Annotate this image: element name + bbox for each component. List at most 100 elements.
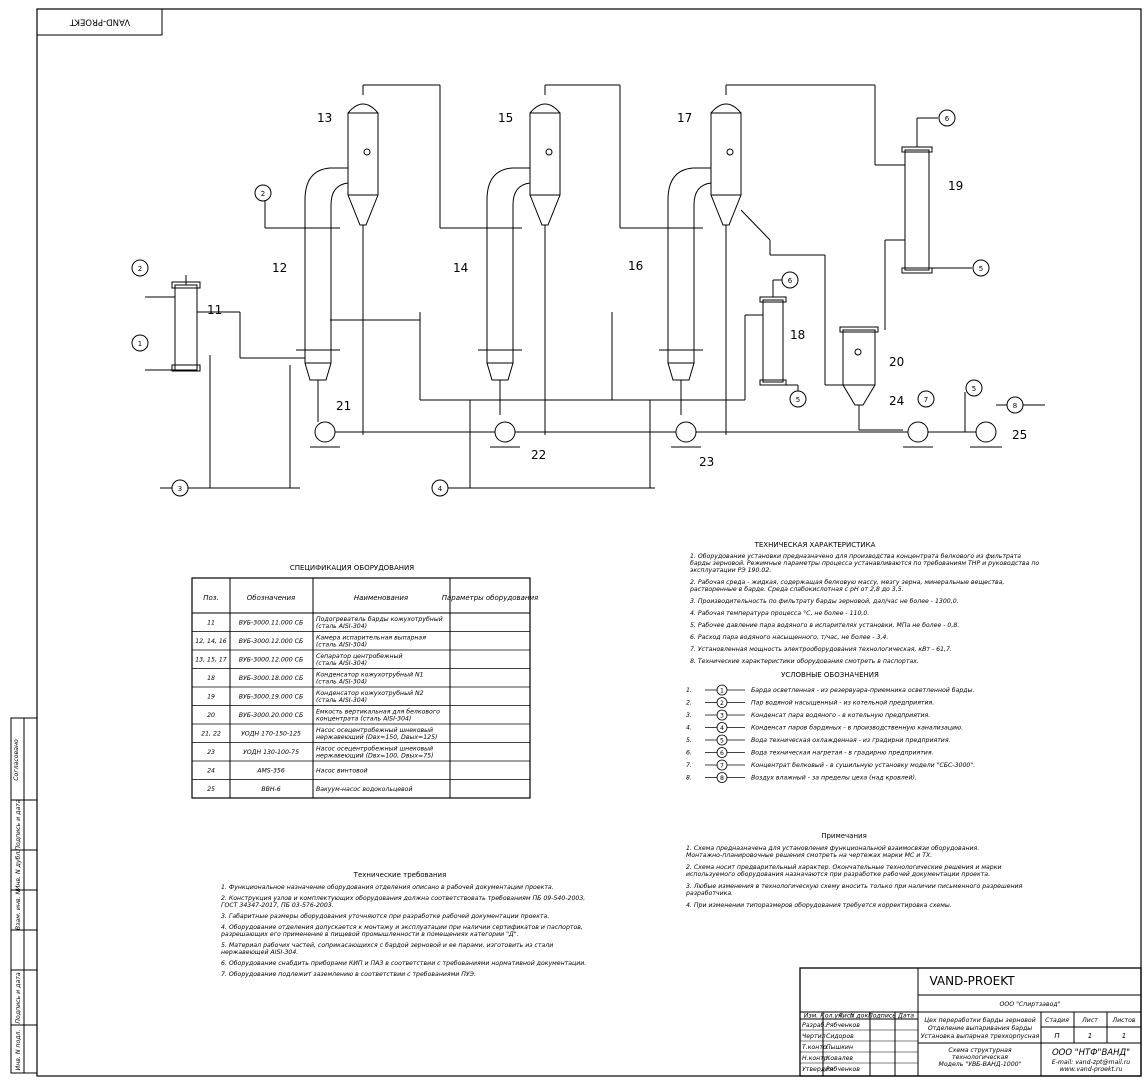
tech-char-line: растворенные в барде. Среда слабокислотн… xyxy=(689,585,904,593)
tb-col-header: Дата xyxy=(897,1013,914,1020)
tech-req-line: 2. Конструкция узлов и комплектующих обо… xyxy=(221,894,585,902)
legend-text: Воздух влажный - за пределы цеха (над кр… xyxy=(751,775,917,782)
tech-char-line: 5. Рабочее давление пара водяного в испа… xyxy=(690,621,959,629)
tb-stage-h2: Листов xyxy=(1111,1017,1135,1024)
tech-char-line: 3. Производительность по фильтрату барды… xyxy=(690,597,959,605)
tank-20 xyxy=(839,326,879,430)
legend-num: 2. xyxy=(686,700,692,707)
legend-code: 1 xyxy=(720,687,724,694)
tech-char-line: 2. Рабочая среда - жидкая, содержащая бе… xyxy=(690,578,1004,586)
tb-col-header: Кол.уч. xyxy=(820,1013,843,1020)
tb-role: Утвердил xyxy=(802,1066,833,1073)
side-label-5: Инв. N подл. xyxy=(15,1030,22,1071)
tb-stage-v2: 1 xyxy=(1122,1032,1126,1040)
legend-code: 6 xyxy=(720,750,724,757)
side-label-3: Инв. N дубл. xyxy=(14,850,22,891)
tb-drawing-2: Модель "УВБ-ВАНД-1000" xyxy=(939,1061,1022,1068)
tb-name: Пышкин xyxy=(826,1044,853,1051)
heater-11 xyxy=(145,275,240,372)
svg-text:8: 8 xyxy=(1013,402,1017,410)
sheet-frame xyxy=(36,8,1142,1077)
legend-circle xyxy=(716,722,728,733)
tb-client: ООО "Спиртзавод" xyxy=(1000,1001,1061,1008)
spec-row-pos: 18 xyxy=(207,675,215,682)
legend-code: 7 xyxy=(720,762,724,769)
legend-circle xyxy=(716,772,728,783)
legend-text: Конденсат пара водяного - в котельную пр… xyxy=(751,712,930,719)
spec-row-name: (сталь AISI-304) xyxy=(316,642,367,649)
legend-num: 1. xyxy=(686,687,692,694)
legend-num: 6. xyxy=(686,750,692,757)
tag-25: 25 xyxy=(1012,428,1027,442)
spec-row-name: Насос осецентробежный шнековый xyxy=(316,745,433,753)
svg-text:5: 5 xyxy=(796,396,800,404)
legend-num: 4. xyxy=(686,725,692,732)
spec-header-name: Наименования xyxy=(354,594,408,602)
stream-marker: 7 xyxy=(917,390,935,408)
spec-row-name: (сталь AISI-304) xyxy=(316,679,367,686)
legend-circle xyxy=(716,684,728,696)
stream-marker: 1 xyxy=(131,334,149,352)
tb-role: Разраб. xyxy=(802,1021,826,1029)
tb-name: Рябченков xyxy=(826,1021,860,1029)
stream-marker: 5 xyxy=(965,379,983,397)
tb-org: ООО "НТФ"ВАНД" xyxy=(1052,1048,1130,1058)
tech-req-line: ГОСТ 34347-2017, ПБ 03-576-2003. xyxy=(221,902,334,909)
tag-17: 17 xyxy=(677,111,692,125)
note-line: 1. Схема предназначена для установления … xyxy=(686,844,979,852)
tb-stage-h1: Лист xyxy=(1081,1017,1098,1024)
tb-name: Сидоров xyxy=(826,1033,854,1040)
stream-marker: 5 xyxy=(972,259,990,277)
stream-marker: 5 xyxy=(789,390,807,408)
tag-20: 20 xyxy=(889,355,904,369)
spec-table: СПЕЦИФИКАЦИЯ ОБОРУДОВАНИЯ Поз. Обозначен… xyxy=(191,564,538,799)
legend-code: 4 xyxy=(720,725,724,732)
evaporator-14 xyxy=(478,167,531,415)
stream-marker: 4 xyxy=(431,479,449,497)
process-scheme xyxy=(145,84,1045,489)
tb-col-header: Изм. xyxy=(804,1013,819,1020)
notes-title: Примечания xyxy=(821,832,867,840)
svg-text:6: 6 xyxy=(788,277,793,285)
stream-marker: 2 xyxy=(254,184,272,202)
tech-req-title: Технические требования xyxy=(353,871,447,879)
tech-req-line: нержавеющей AISI-304. xyxy=(221,949,298,956)
svg-text:5: 5 xyxy=(979,265,983,273)
stream-marker: 8 xyxy=(1006,396,1024,414)
tb-col-header: Лист xyxy=(837,1013,854,1020)
spec-row-code: ВУБ-3000.12.000 СБ xyxy=(239,656,303,663)
spec-row-pos: 25 xyxy=(207,786,215,793)
spec-row-name: Насос осецентробежный шнековый xyxy=(316,726,433,734)
spec-row-pos: 24 xyxy=(207,767,215,774)
notes: Примечания 1. Схема предназначена для ус… xyxy=(685,832,1023,909)
spec-row-name: нержавеющий (Dвх=100, Dвых=75) xyxy=(316,753,434,760)
tb-project-0: Цех переработки барды зерновой xyxy=(924,1016,1035,1024)
spec-row-pos: 19 xyxy=(207,693,215,700)
legend-code: 5 xyxy=(720,737,724,744)
equipment-tags: 11 12 13 14 15 16 17 18 19 20 21 22 23 2… xyxy=(207,111,1027,469)
tb-site: www.vand-proekt.ru xyxy=(1060,1065,1123,1073)
separator-13 xyxy=(347,84,440,435)
tech-char-title: ТЕХНИЧЕСКАЯ ХАРАКТЕРИСТИКА xyxy=(754,541,876,549)
spec-row-pos: 11 xyxy=(207,619,215,626)
tb-name: Ковалев xyxy=(826,1055,853,1062)
tag-12: 12 xyxy=(272,261,287,275)
tag-13: 13 xyxy=(317,111,332,125)
legend-circle xyxy=(716,759,728,771)
pump-25 xyxy=(970,404,1045,448)
title-block: VAND-PROEKT ООО "Спиртзавод" Цех перераб… xyxy=(799,967,1142,1077)
spec-row-code: AMS-356 xyxy=(256,767,285,774)
spec-row-code: УОДН 170-150-125 xyxy=(241,730,301,737)
tb-email: E-mail: vand-zpt@mail.ru xyxy=(1052,1058,1131,1066)
tag-21: 21 xyxy=(336,399,351,413)
pump-22 xyxy=(490,421,520,448)
spec-row-code: УОДН 130-100-75 xyxy=(243,749,299,756)
spec-row-name: Подогреватель барды кожухотрубный xyxy=(316,615,443,623)
spec-row-code: ВВН-6 xyxy=(261,786,280,793)
tech-char-line: эксплуатации РЭ 190.02. xyxy=(690,567,771,574)
tech-char-line: 1. Оборудование установки предназначено … xyxy=(690,552,1021,560)
note-line: 2. Схема носит предварительный характер.… xyxy=(686,864,1001,871)
tech-req-line: 4. Оборудование отделения допускается к … xyxy=(221,923,583,931)
